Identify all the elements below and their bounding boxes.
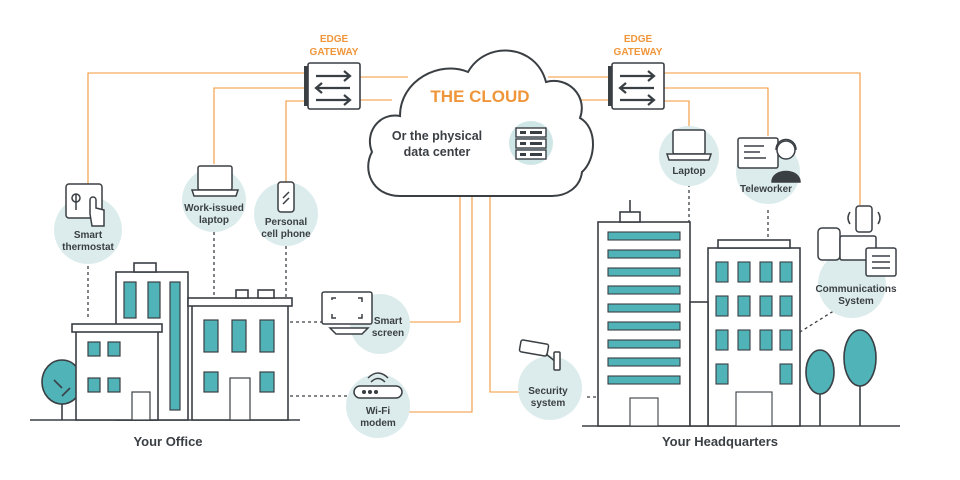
smart-screen: Smart screen xyxy=(321,291,410,354)
svg-text:screen: screen xyxy=(372,328,404,339)
communications-icon xyxy=(817,205,897,277)
phone-icon xyxy=(277,181,295,213)
svg-text:Or the physical: Or the physical xyxy=(392,129,482,143)
svg-text:Teleworker: Teleworker xyxy=(740,184,792,195)
laptop-icon xyxy=(190,165,240,197)
cloud: THE CLOUD Or the physical data center xyxy=(367,49,594,197)
teleworker: Teleworker xyxy=(736,137,801,204)
svg-text:cell phone: cell phone xyxy=(261,229,311,240)
cloud-title: THE CLOUD xyxy=(430,87,529,106)
communications-system: Communications System xyxy=(815,205,897,318)
left-edge-gateway: EDGE GATEWAY xyxy=(304,34,361,110)
svg-text:system: system xyxy=(531,398,566,409)
hq-label: Your Headquarters xyxy=(662,434,778,449)
smart-thermostat: Smart thermostat xyxy=(54,183,122,264)
laptop-icon xyxy=(665,129,713,161)
wi-fi-modem: Wi-Fi modem xyxy=(346,372,410,438)
svg-text:data center: data center xyxy=(404,145,471,159)
svg-text:EDGE: EDGE xyxy=(320,34,349,45)
gateway-switch-icon xyxy=(304,62,361,110)
svg-text:Work-issued: Work-issued xyxy=(184,203,244,214)
svg-text:thermostat: thermostat xyxy=(62,242,114,253)
svg-text:System: System xyxy=(838,296,874,307)
svg-text:Security: Security xyxy=(528,386,568,397)
svg-text:Personal: Personal xyxy=(265,217,307,228)
svg-text:Communications: Communications xyxy=(815,284,897,295)
svg-text:EDGE: EDGE xyxy=(624,34,653,45)
right-edge-gateway: EDGE GATEWAY xyxy=(608,34,665,110)
svg-text:Smart: Smart xyxy=(74,230,103,241)
hq-laptop: Laptop xyxy=(659,126,719,186)
security-camera-icon xyxy=(518,339,561,371)
svg-text:GATEWAY: GATEWAY xyxy=(614,47,663,58)
svg-text:modem: modem xyxy=(360,418,396,429)
teleworker-icon xyxy=(737,137,801,183)
work-issued-laptop: Work-issued laptop xyxy=(182,165,246,232)
smart-screen-icon xyxy=(321,291,373,335)
gateway-switch-icon xyxy=(608,62,665,110)
svg-text:Smart: Smart xyxy=(374,316,403,327)
security-system: Security system xyxy=(518,339,582,420)
office-windows xyxy=(87,281,275,421)
wifi-modem-icon xyxy=(353,372,403,399)
svg-text:GATEWAY: GATEWAY xyxy=(310,47,359,58)
server-rack-icon xyxy=(509,121,553,165)
office-label: Your Office xyxy=(133,434,202,449)
thermostat-icon xyxy=(65,183,105,227)
svg-text:laptop: laptop xyxy=(199,215,229,226)
hq-windows xyxy=(607,231,793,427)
connection-lines xyxy=(87,72,861,413)
svg-text:Wi-Fi: Wi-Fi xyxy=(366,406,391,417)
svg-text:Laptop: Laptop xyxy=(672,166,705,177)
personal-cell-phone: Personal cell phone xyxy=(254,181,318,246)
